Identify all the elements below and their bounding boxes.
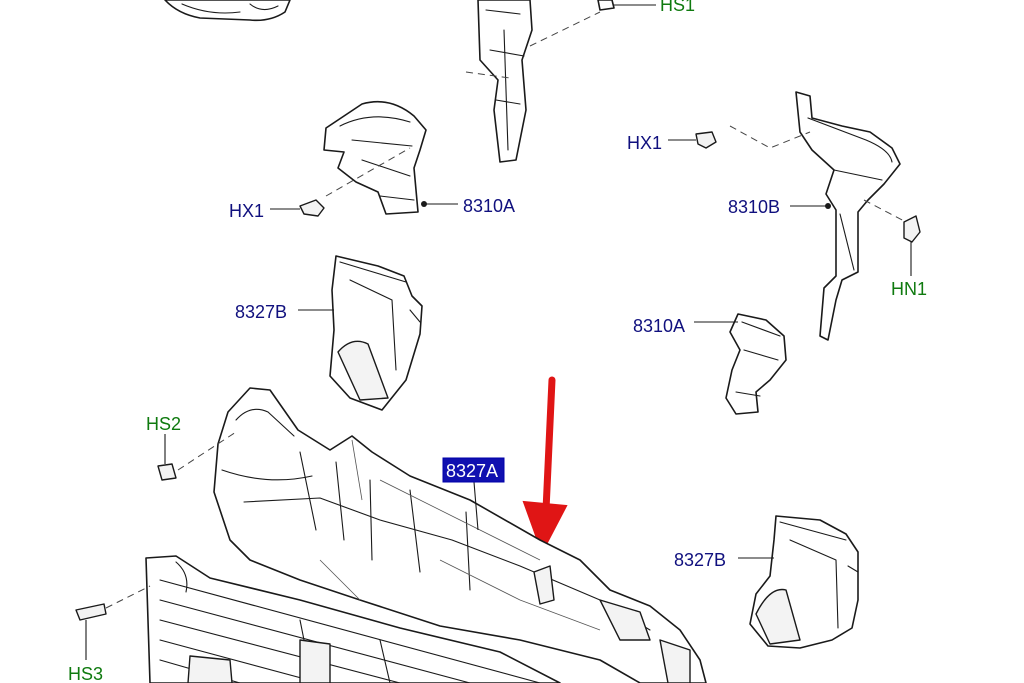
label-8327a: 8327A xyxy=(446,461,498,481)
hn1-nut xyxy=(903,215,921,276)
lower-grille-assembly xyxy=(145,555,561,683)
hx1-screw-right xyxy=(668,131,717,149)
label-8327b-right: 8327B xyxy=(674,550,726,570)
label-8327b-left: 8327B xyxy=(235,302,287,322)
duct-8310a-lower xyxy=(725,313,787,415)
hs2-label: HS2 xyxy=(146,414,181,434)
label-8327a-highlight xyxy=(442,457,505,483)
duct-8327b-right xyxy=(749,515,859,649)
leader-8327a xyxy=(473,481,479,531)
bracket-8310b xyxy=(729,91,907,341)
label-8310a-lower: 8310A xyxy=(633,316,685,336)
upper-center-bracket xyxy=(465,0,601,163)
point-8310a-upper xyxy=(421,201,427,207)
hx1-screw-left xyxy=(270,199,325,217)
partial-component-top-left xyxy=(164,0,291,22)
hs3-label: HS3 xyxy=(68,664,103,683)
hs1-bolt xyxy=(597,0,656,11)
hs2-bolt xyxy=(157,431,237,481)
front-carrier-assembly xyxy=(213,387,707,683)
hx1-label-right: HX1 xyxy=(627,133,662,153)
point-8310b xyxy=(825,203,831,209)
label-8310a-upper: 8310A xyxy=(463,196,515,216)
hn1-label: HN1 xyxy=(891,279,927,299)
duct-8327b-left xyxy=(329,255,423,411)
red-arrow-indicator xyxy=(522,376,568,555)
hs1-label: HS1 xyxy=(660,0,695,15)
hs3-bolt xyxy=(75,585,151,660)
hx1-label-left: HX1 xyxy=(229,201,264,221)
duct-8310a-upper xyxy=(323,100,427,215)
label-8310b: 8310B xyxy=(728,197,780,217)
